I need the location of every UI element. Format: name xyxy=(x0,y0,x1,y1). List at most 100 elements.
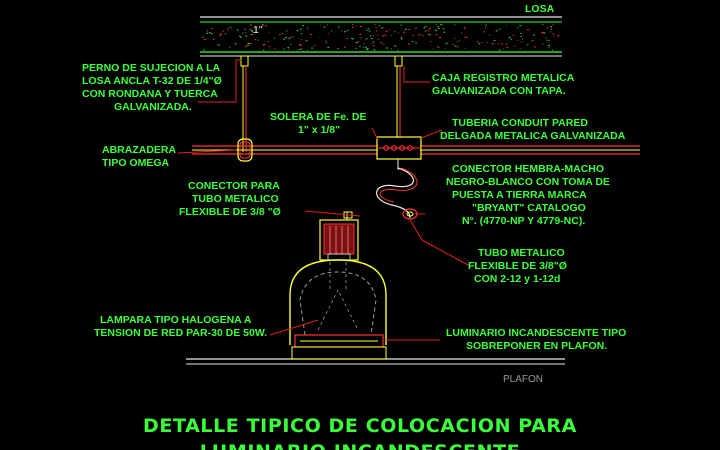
slab-speckle xyxy=(546,26,549,28)
slab-speckle xyxy=(300,33,303,35)
slab-speckle xyxy=(313,45,316,47)
slab-speckle xyxy=(247,42,250,44)
label-perno: PERNO DE SUJECION A LA LOSA ANCLA T-32 D… xyxy=(82,62,222,113)
slab-speckle xyxy=(505,43,508,45)
slab-speckle xyxy=(370,35,372,37)
slab-speckle xyxy=(464,28,466,30)
slab-speckle xyxy=(435,34,438,36)
slab-speckle xyxy=(417,34,420,36)
svg-text:NEGRO-BLANCO CON TOMA DE: NEGRO-BLANCO CON TOMA DE xyxy=(446,176,610,188)
slab-speckle xyxy=(327,46,330,48)
slab-speckle xyxy=(300,48,303,50)
slab-speckle xyxy=(487,42,488,43)
slab-speckle xyxy=(546,39,548,41)
slab-speckle xyxy=(428,34,431,36)
slab-speckle xyxy=(374,24,376,26)
slab-speckle xyxy=(284,37,288,39)
slab: 1" xyxy=(200,16,562,57)
light-fixture xyxy=(289,211,387,348)
slab-speckle xyxy=(327,33,329,35)
slab-speckle xyxy=(400,24,402,26)
slab-speckle xyxy=(489,34,491,36)
leader-lines xyxy=(177,59,471,341)
slab-speckle xyxy=(286,30,288,32)
slab-speckle xyxy=(373,49,376,51)
svg-text:PUESTA A TIERRA MARCA: PUESTA A TIERRA MARCA xyxy=(452,189,587,201)
slab-speckle xyxy=(545,37,547,39)
slab-speckle xyxy=(326,24,328,26)
slab-speckle xyxy=(491,43,494,45)
slab-speckle xyxy=(391,48,392,50)
slab-speckle xyxy=(436,24,438,26)
slab-speckle xyxy=(319,37,321,39)
slab-speckle xyxy=(397,49,399,51)
slab-speckle xyxy=(454,37,456,39)
slab-speckle xyxy=(360,38,362,40)
slab-speckle xyxy=(352,38,354,40)
slab-speckle xyxy=(203,49,206,51)
slab-speckle xyxy=(444,48,446,50)
slab-speckle xyxy=(279,34,281,36)
slab-speckle xyxy=(206,30,208,32)
slab-speckle xyxy=(311,47,314,49)
slab-speckle xyxy=(224,33,227,35)
slab-speckle xyxy=(217,44,220,46)
slab-speckle xyxy=(309,34,313,35)
slab-speckle xyxy=(382,43,385,45)
slab-speckle xyxy=(363,46,365,48)
slab-speckle xyxy=(219,34,221,36)
slab-speckle xyxy=(377,38,379,40)
slab-speckle xyxy=(497,43,500,45)
slab-speckle xyxy=(501,43,503,45)
slab-speckle xyxy=(526,44,528,46)
slab-speckle xyxy=(437,26,439,27)
slab-speckle xyxy=(420,34,422,35)
slab-speckle xyxy=(299,28,302,30)
slab-speckle xyxy=(415,42,417,44)
slab-speckle xyxy=(432,48,434,50)
slab-speckle xyxy=(519,25,522,27)
svg-text:CON 2-12 y 1-12d: CON 2-12 y 1-12d xyxy=(474,273,560,285)
slab-speckle xyxy=(236,29,239,31)
slab-speckle xyxy=(274,48,276,50)
slab-speckle xyxy=(356,41,360,43)
slab-speckle xyxy=(401,38,403,40)
slab-speckle xyxy=(548,47,550,49)
svg-text:TUBERIA CONDUIT PARED: TUBERIA CONDUIT PARED xyxy=(452,117,588,129)
slab-speckle xyxy=(299,44,302,46)
slab-speckle xyxy=(550,28,552,30)
slab-speckle xyxy=(542,43,544,45)
slab-speckle xyxy=(268,46,271,48)
slab-speckle xyxy=(359,45,361,47)
slab-speckle xyxy=(355,47,357,49)
slab-speckle xyxy=(519,48,521,50)
slab-speckle xyxy=(287,47,289,48)
slab-speckle xyxy=(385,30,388,32)
slab-speckle xyxy=(325,40,327,42)
slab-speckle xyxy=(548,40,551,42)
slab-speckle xyxy=(400,37,403,39)
slab-speckle xyxy=(341,30,343,32)
slab-speckle xyxy=(481,42,483,43)
slab-speckle xyxy=(262,25,264,26)
slab-speckle xyxy=(499,39,501,41)
slab-speckle xyxy=(527,43,529,45)
ceiling-plafon xyxy=(186,346,565,365)
slab-speckle xyxy=(381,27,384,29)
slab-speckle xyxy=(367,28,370,30)
svg-text:DELGADA METALICA GALVANIZADA: DELGADA METALICA GALVANIZADA xyxy=(440,130,626,142)
slab-speckle xyxy=(485,24,487,26)
junction-box xyxy=(376,136,422,170)
label-solera: SOLERA DE Fe. DE 1" x 1/8" xyxy=(270,111,366,136)
svg-text:CONECTOR HEMBRA-MACHO: CONECTOR HEMBRA-MACHO xyxy=(452,163,604,175)
slab-speckle xyxy=(394,45,397,47)
slab-speckle xyxy=(542,24,544,25)
slab-speckle xyxy=(375,26,377,28)
slab-speckle xyxy=(307,29,309,31)
slab-speckle xyxy=(385,47,389,49)
slab-speckle xyxy=(508,37,511,39)
label-abrazadera: ABRAZADERA TIPO OMEGA xyxy=(102,144,176,169)
slab-speckle xyxy=(249,28,252,30)
slab-speckle xyxy=(229,26,231,28)
slab-speckle xyxy=(250,34,253,35)
